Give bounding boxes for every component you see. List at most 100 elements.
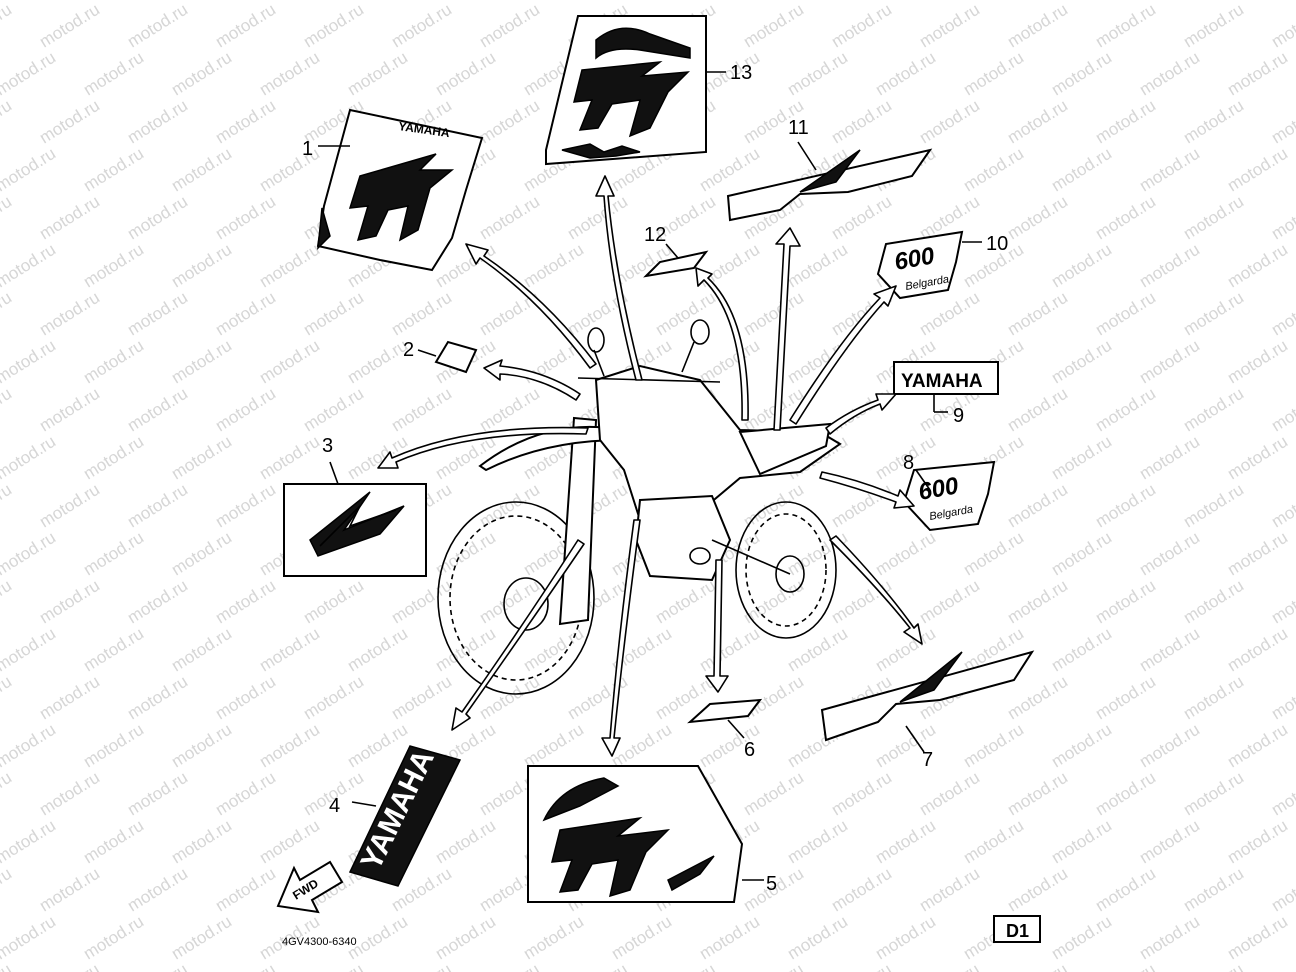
watermark-text: motod.ru	[784, 912, 851, 964]
watermark-text: motod.ru	[80, 48, 147, 100]
watermark-text: motod.ru	[168, 624, 235, 676]
watermark-text: motod.ru	[0, 816, 59, 868]
watermark-text: motod.ru	[1136, 912, 1203, 964]
watermark-text: motod.ru	[1136, 336, 1203, 388]
watermark-text: motod.ru	[828, 960, 895, 972]
watermark-text: motod.ru	[256, 720, 323, 772]
watermark-text: motod.ru	[1092, 768, 1159, 820]
watermark-text: motod.ru	[916, 0, 983, 51]
watermark-text: motod.ru	[520, 624, 587, 676]
watermark-text: motod.ru	[476, 192, 543, 244]
watermark-text: motod.ru	[300, 576, 367, 628]
watermark-text: motod.ru	[476, 0, 543, 51]
callout-6: 6	[744, 739, 755, 761]
watermark-text: motod.ru	[0, 864, 15, 916]
watermark-text: motod.ru	[1180, 672, 1247, 724]
watermark-text: motod.ru	[0, 480, 15, 532]
part-12-strip	[643, 243, 709, 278]
watermark-text: motod.ru	[1048, 720, 1115, 772]
watermark-text: motod.ru	[608, 912, 675, 964]
watermark-text: motod.ru	[740, 672, 807, 724]
watermark-text: motod.ru	[1180, 576, 1247, 628]
watermark-text: motod.ru	[168, 912, 235, 964]
watermark-text: motod.ru	[1224, 912, 1291, 964]
part-9-emblem	[893, 361, 999, 413]
watermark-text: motod.ru	[1180, 288, 1247, 340]
watermark-text: motod.ru	[432, 912, 499, 964]
watermark-text: motod.ru	[1004, 576, 1071, 628]
watermark-text: motod.ru	[1092, 960, 1159, 972]
callout-1: 1	[302, 138, 313, 160]
watermark-text: motod.ru	[212, 0, 279, 51]
watermark-text: motod.ru	[168, 240, 235, 292]
watermark-text: motod.ru	[564, 960, 631, 972]
part-10-emblem	[876, 230, 982, 300]
watermark-text: motod.ru	[256, 240, 323, 292]
watermark-text: motod.ru	[1224, 528, 1291, 580]
watermark-text: motod.ru	[872, 48, 939, 100]
watermark-text: motod.ru	[0, 144, 59, 196]
watermark-text: motod.ru	[1268, 480, 1296, 532]
watermark-text: motod.ru	[0, 432, 59, 484]
watermark-text: motod.ru	[1048, 816, 1115, 868]
watermark-text: motod.ru	[0, 528, 59, 580]
watermark-text: motod.ru	[0, 672, 15, 724]
watermark-text: motod.ru	[1180, 864, 1247, 916]
watermark-text: motod.ru	[828, 768, 895, 820]
watermark-text: motod.ru	[0, 48, 59, 100]
part-8-emblem	[902, 460, 996, 532]
watermark-text: motod.ru	[0, 336, 59, 388]
watermark-text: motod.ru	[1136, 432, 1203, 484]
watermark-text: motod.ru	[432, 528, 499, 580]
watermark-text: motod.ru	[36, 192, 103, 244]
watermark-text: motod.ru	[212, 192, 279, 244]
watermark-text: motod.ru	[696, 624, 763, 676]
watermark-text: motod.ru	[212, 96, 279, 148]
watermark-text: motod.ru	[300, 288, 367, 340]
watermark-text: motod.ru	[1224, 240, 1291, 292]
watermark-text: motod.ru	[36, 960, 103, 972]
watermark-text: motod.ru	[476, 480, 543, 532]
watermark-text: motod.ru	[1092, 672, 1159, 724]
watermark-text: motod.ru	[740, 288, 807, 340]
watermark-text: motod.ru	[1004, 192, 1071, 244]
watermark-text: motod.ru	[960, 144, 1027, 196]
watermark-text: motod.ru	[1180, 960, 1247, 972]
watermark-text: motod.ru	[212, 480, 279, 532]
watermark-text: motod.ru	[0, 96, 15, 148]
callout-13: 13	[730, 62, 752, 84]
callout-10: 10	[986, 233, 1008, 255]
watermark-text: motod.ru	[80, 624, 147, 676]
page-badge-text: D1	[1006, 921, 1029, 941]
watermark-text: motod.ru	[344, 48, 411, 100]
watermark-text: motod.ru	[1224, 432, 1291, 484]
watermark-text: motod.ru	[36, 288, 103, 340]
watermark-text: motod.ru	[0, 0, 59, 3]
watermark-text: motod.ru	[168, 336, 235, 388]
watermark-text: motod.ru	[212, 576, 279, 628]
watermark-text: motod.ru	[1092, 480, 1159, 532]
part-5-tank-decal	[527, 765, 764, 903]
watermark-text: motod.ru	[256, 336, 323, 388]
watermark-text: motod.ru	[1180, 384, 1247, 436]
watermark-text: motod.ru	[1136, 48, 1203, 100]
watermark-text: motod.ru	[520, 240, 587, 292]
watermark-text: motod.ru	[916, 864, 983, 916]
watermark-text: motod.ru	[36, 0, 103, 51]
watermark-text: motod.ru	[168, 720, 235, 772]
watermark-text: motod.ru	[344, 624, 411, 676]
callout-7: 7	[922, 749, 933, 771]
watermark-text: motod.ru	[80, 240, 147, 292]
watermark-text: motod.ru	[1004, 288, 1071, 340]
watermark-text: motod.ru	[960, 528, 1027, 580]
watermark-text: motod.ru	[300, 960, 367, 972]
watermark-text: motod.ru	[1092, 864, 1159, 916]
rear-wheel	[735, 501, 837, 639]
watermark-text: motod.ru	[124, 288, 191, 340]
watermark-text: motod.ru	[36, 672, 103, 724]
watermark-text: motod.ru	[1224, 624, 1291, 676]
watermark-text: motod.ru	[740, 576, 807, 628]
watermark-text: motod.ru	[168, 144, 235, 196]
watermark-text: motod.ru	[256, 48, 323, 100]
